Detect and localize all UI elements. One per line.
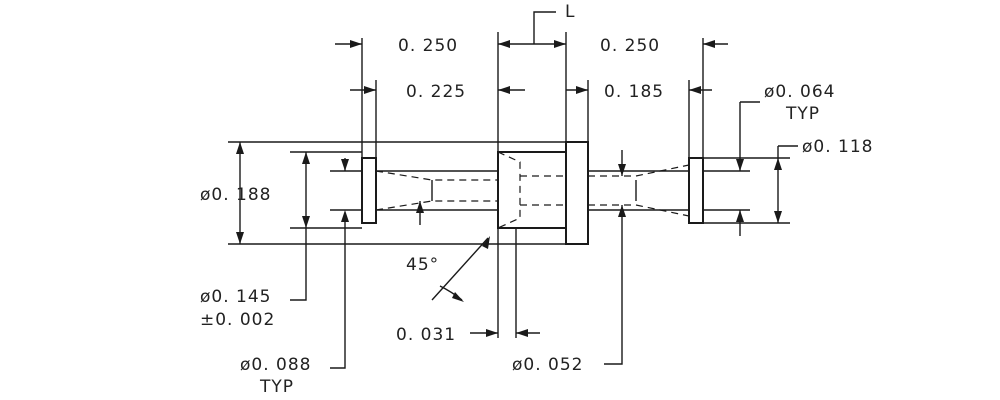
dim-dia-064: ø0. 064 — [764, 82, 835, 102]
right-bore-taper-bottom — [588, 204, 690, 217]
section-marker: L — [565, 2, 575, 22]
collar — [565, 141, 589, 245]
dimension-lines — [236, 11, 798, 369]
right-bore-taper-top — [588, 164, 690, 177]
dim-top-left: 0. 250 — [398, 36, 458, 56]
left-bore-taper-bottom — [375, 200, 498, 211]
chamfer-hidden — [497, 151, 521, 229]
hidden-lines — [375, 151, 690, 229]
dim-dia-145: ø0. 145 — [200, 287, 271, 307]
left-flange — [361, 157, 377, 224]
dim-dia-088: ø0. 088 — [240, 355, 311, 375]
dim-mid-left: 0. 225 — [406, 82, 466, 102]
dim-mid-right: 0. 185 — [604, 82, 664, 102]
dim-dia-064-note: TYP — [785, 104, 820, 124]
center-body — [497, 151, 567, 229]
extension-lines — [228, 32, 790, 338]
dim-angle: 45° — [406, 255, 439, 275]
dim-dia-118: ø0. 118 — [802, 137, 873, 157]
dim-dia-088-note: TYP — [259, 377, 294, 397]
left-bore-taper-top — [375, 170, 498, 181]
dim-dia-052: ø0. 052 — [512, 355, 583, 375]
dim-chamfer: 0. 031 — [396, 325, 456, 345]
dim-dia-145-tol: ±0. 002 — [200, 310, 275, 330]
right-flange — [688, 157, 704, 224]
dimension-labels: 0. 250 0. 250 L 0. 225 0. 185 ø0. 064 TY… — [200, 2, 873, 397]
dim-top-right: 0. 250 — [600, 36, 660, 56]
part-outline — [361, 141, 704, 245]
dim-dia-188: ø0. 188 — [200, 185, 271, 205]
